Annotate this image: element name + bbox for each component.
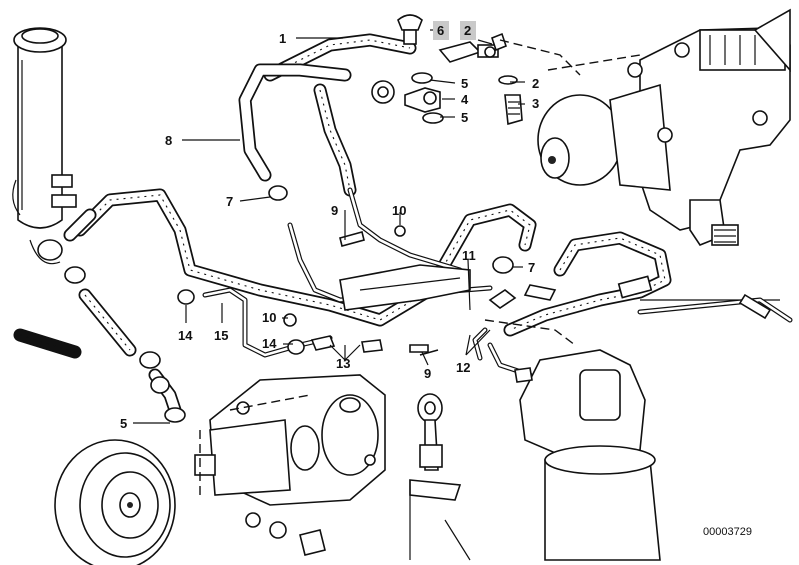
hydraulic-unit bbox=[519, 293, 793, 561]
callout-5-mid: 5 bbox=[461, 110, 468, 125]
callout-9-bottom: 9 bbox=[424, 366, 431, 381]
callout-5-bottom: 5 bbox=[120, 416, 127, 431]
banjo-connector bbox=[245, 393, 471, 561]
callout-8: 8 bbox=[165, 133, 172, 148]
rubber-strip bbox=[13, 328, 82, 359]
hose-right-pressure bbox=[503, 231, 672, 337]
callout-2-right: 2 bbox=[532, 76, 539, 91]
callout-14-mid: 14 bbox=[262, 336, 277, 351]
pipe-bracket bbox=[339, 264, 471, 311]
callout-3: 3 bbox=[532, 96, 539, 111]
callout-6-box bbox=[433, 21, 449, 40]
hose-1-return-upper bbox=[263, 33, 417, 82]
callout-2-box bbox=[460, 21, 476, 40]
hose-pressure-vertical bbox=[313, 83, 357, 197]
hose-8-main bbox=[73, 63, 537, 327]
callout-6: 6 bbox=[437, 23, 444, 38]
callout-labels: 1 6 2 5 2 4 3 5 8 7 9 10 11 7 14 15 10 1… bbox=[120, 21, 539, 431]
clamps-and-bolts bbox=[177, 185, 557, 383]
callout-7-right: 7 bbox=[528, 260, 535, 275]
callout-15: 15 bbox=[214, 328, 228, 343]
fluid-reservoir bbox=[12, 27, 77, 229]
callout-13: 13 bbox=[336, 356, 350, 371]
callout-9-top: 9 bbox=[331, 203, 338, 218]
dashed-indicator-lines bbox=[199, 39, 641, 495]
reference-number: 00003729 bbox=[703, 526, 752, 538]
callout-14-left: 14 bbox=[178, 328, 193, 343]
callout-11: 11 bbox=[462, 248, 476, 263]
top-fittings bbox=[371, 14, 523, 126]
callout-5-top: 5 bbox=[461, 76, 468, 91]
callout-4: 4 bbox=[461, 92, 469, 107]
steering-gear bbox=[537, 8, 791, 246]
callout-10-bottom: 10 bbox=[262, 310, 276, 325]
callout-12: 12 bbox=[456, 360, 470, 375]
steering-pump bbox=[194, 374, 386, 506]
hose-left-suction bbox=[29, 208, 186, 423]
callout-2-top: 2 bbox=[464, 23, 471, 38]
callout-7-left: 7 bbox=[226, 194, 233, 209]
pump-pulley bbox=[54, 439, 176, 565]
callout-1: 1 bbox=[279, 31, 286, 46]
callout-10-top: 10 bbox=[392, 203, 406, 218]
